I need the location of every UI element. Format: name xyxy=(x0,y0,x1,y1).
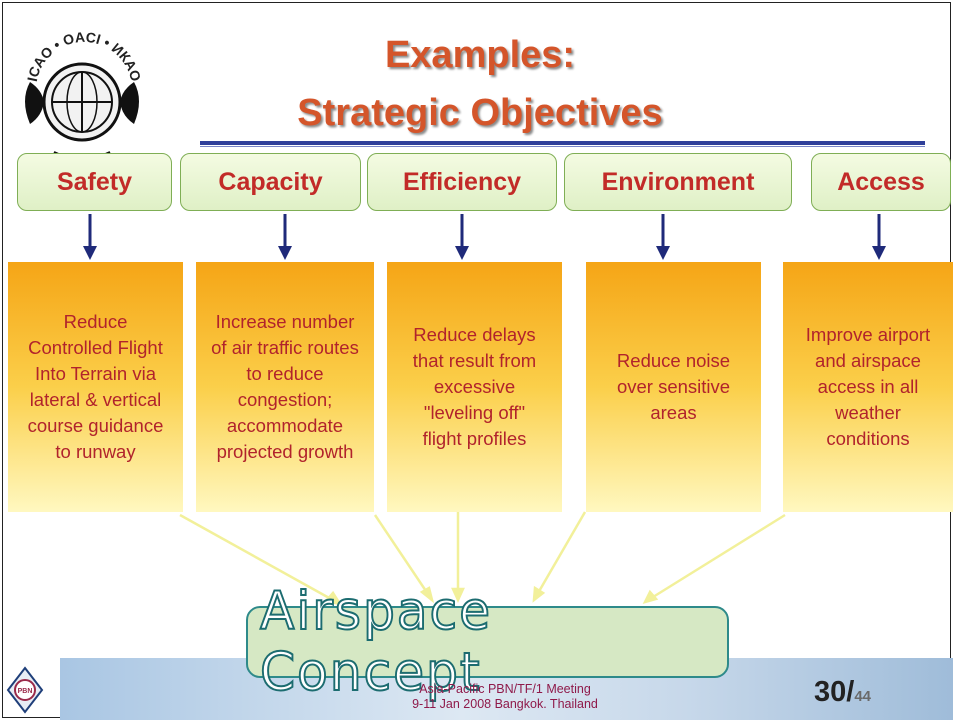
pbn-logo-icon: PBN xyxy=(6,666,44,714)
down-arrow-icon xyxy=(872,214,886,260)
objective-text-line: Reduce delays xyxy=(413,324,536,345)
category-capacity: Capacity xyxy=(180,153,361,211)
title-underline xyxy=(200,141,925,145)
category-safety: Safety xyxy=(17,153,172,211)
category-label: Environment xyxy=(601,167,755,196)
down-arrow-icon xyxy=(656,214,670,260)
objective-text-line: Into Terrain via xyxy=(35,363,156,384)
objective-text-line: excessive xyxy=(433,376,516,397)
objective-text-line: of air traffic routes xyxy=(211,337,359,358)
objective-text-line: weather xyxy=(835,402,901,423)
footer-line-2: 9-11 Jan 2008 Bangkok. Thailand xyxy=(412,697,598,711)
category-environment: Environment xyxy=(564,153,792,211)
objective-box-capacity: Increase number of air traffic routes to… xyxy=(196,262,374,512)
down-arrow-icon xyxy=(278,214,292,260)
objective-text-line: accommodate xyxy=(226,415,344,436)
title-line-1: Examples: xyxy=(384,34,576,76)
category-label: Safety xyxy=(56,167,133,196)
objective-text-line: access in all xyxy=(817,376,919,397)
page-current: 30/ xyxy=(814,676,855,708)
airspace-concept-label: Airspace Concept xyxy=(259,580,493,704)
objective-text-line: lateral & vertical xyxy=(29,389,162,410)
category-efficiency: Efficiency xyxy=(367,153,557,211)
airspace-concept-box: Airspace Concept xyxy=(246,580,729,704)
objective-text-line: Controlled Flight xyxy=(28,337,163,358)
page-number: 30/44 xyxy=(814,676,871,709)
down-arrow-icon xyxy=(83,214,97,260)
footer-text: Asia-Pacific PBN/TF/1 Meeting 9-11 Jan 2… xyxy=(370,682,640,712)
category-label: Capacity xyxy=(218,167,323,196)
objective-text-line: Reduce noise xyxy=(616,350,731,371)
objective-box-safety: Reduce Controlled Flight Into Terrain vi… xyxy=(8,262,183,512)
objective-box-environment: Reduce noise over sensitive areas xyxy=(586,262,761,512)
objective-text-line: to reduce xyxy=(246,363,324,384)
objective-text-line: and airspace xyxy=(815,350,921,371)
down-arrow-icon xyxy=(455,214,469,260)
objective-text-line: Improve airport xyxy=(805,324,931,345)
objective-box-efficiency: Reduce delays that result from excessive… xyxy=(387,262,562,512)
objective-text-line: that result from xyxy=(412,350,537,371)
title-underline-shadow xyxy=(200,146,925,147)
title-line-2: Strategic Objectives xyxy=(297,92,663,134)
objective-text-line: to runway xyxy=(55,441,136,462)
svg-text:PBN: PBN xyxy=(18,688,33,695)
objective-text-line: conditions xyxy=(826,428,910,449)
objective-text-line: congestion; xyxy=(237,389,333,410)
objective-box-access: Improve airport and airspace access in a… xyxy=(783,262,953,512)
objective-text-line: course guidance xyxy=(27,415,164,436)
category-label: Efficiency xyxy=(402,167,522,196)
objective-text-line: over sensitive xyxy=(616,376,731,397)
objective-text-line: flight profiles xyxy=(422,428,527,449)
objective-text-line: Reduce xyxy=(63,311,128,332)
icao-logo: ICAO • OACI • ИКАО xyxy=(24,29,144,160)
objective-text-line: "leveling off" xyxy=(423,402,526,423)
objective-text-line: areas xyxy=(650,402,697,423)
footer-line-1: Asia-Pacific PBN/TF/1 Meeting xyxy=(419,682,591,696)
category-access: Access xyxy=(811,153,951,211)
category-label: Access xyxy=(837,167,925,196)
objective-text-line: projected growth xyxy=(216,441,354,462)
page-total: 44 xyxy=(854,688,872,705)
objective-text-line: Increase number xyxy=(215,311,355,332)
